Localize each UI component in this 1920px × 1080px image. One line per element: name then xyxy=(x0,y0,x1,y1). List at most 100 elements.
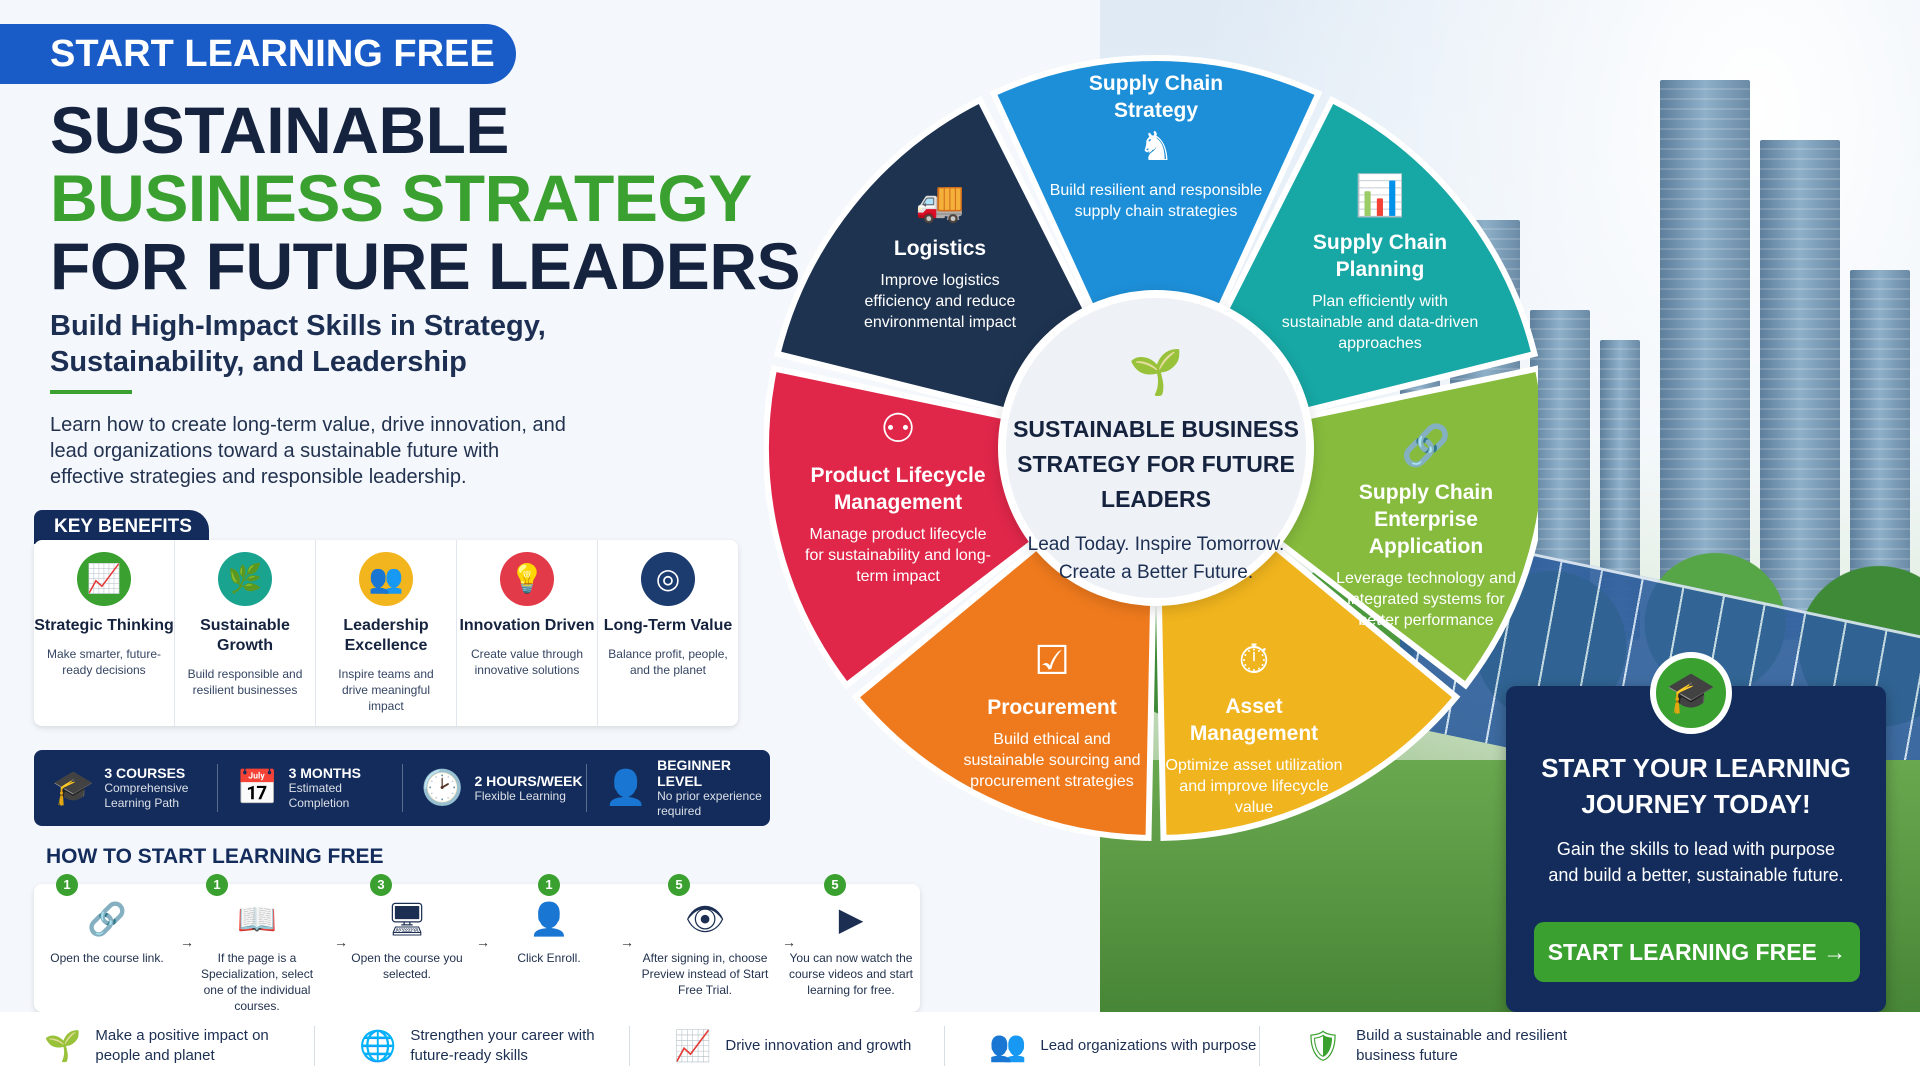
benefit-desc: Balance profit, people, and the planet xyxy=(608,647,728,677)
step-number: 5 xyxy=(824,874,846,896)
strip-item: 🛡 Build a sustainable and resilient busi… xyxy=(1260,1026,1575,1066)
stat-sub: Estimated Completion xyxy=(288,781,350,810)
cta-title: START YOUR LEARNING JOURNEY TODAY! xyxy=(1541,753,1851,819)
segment-product-lifecycle-management[interactable]: ⚇ Product Lifecycle Management Manage pr… xyxy=(798,406,998,587)
segment-title: Asset Management xyxy=(1189,695,1319,745)
sprout-icon: 🌱 xyxy=(44,1029,82,1063)
benefits-strip: 🌱 Make a positive impact on people and p… xyxy=(0,1012,1920,1080)
hub-title: SUSTAINABLE BUSINESS STRATEGY FOR FUTURE… xyxy=(1013,416,1299,512)
user-icon: 👤 xyxy=(604,769,648,807)
graduation-cap-icon: 🎓 xyxy=(1650,652,1732,734)
strip-text: Strengthen your career with future-ready… xyxy=(410,1027,595,1064)
stat-courses: 🎓 3 COURSES Comprehensive Learning Path xyxy=(34,764,219,812)
how-to-heading: HOW TO START LEARNING FREE xyxy=(46,845,384,868)
segment-logistics[interactable]: 🚚 Logistics Improve logistics efficiency… xyxy=(850,178,1030,333)
step-number: 1 xyxy=(56,874,78,896)
segment-supply-chain-enterprise-application[interactable]: 🔗 Supply Chain Enterprise Application Le… xyxy=(1326,422,1526,631)
truck-icon: 🚚 xyxy=(915,180,965,224)
step-text: After signing in, choose Preview instead… xyxy=(641,951,769,997)
segment-asset-management[interactable]: ⏱ Asset Management Optimize asset utiliz… xyxy=(1164,638,1344,818)
segment-supply-chain-planning[interactable]: 📊 Supply Chain Planning Plan efficiently… xyxy=(1280,172,1480,354)
globe-icon: 🌐 xyxy=(359,1029,397,1063)
benefit-long-term-value: ◎ Long-Term Value Balance profit, people… xyxy=(598,540,738,726)
strip-item: 🌐 Strengthen your career with future-rea… xyxy=(315,1026,630,1066)
calendar-icon: 📅 xyxy=(236,769,279,807)
arrow-right-icon: → xyxy=(334,934,348,950)
page-title-line-3: FOR FUTURE LEADERS xyxy=(50,229,801,303)
segment-supply-chain-strategy[interactable]: Supply Chain Strategy ♞ Build resilient … xyxy=(1046,70,1266,222)
benefit-desc: Make smarter, future-ready decisions xyxy=(46,647,162,677)
benefit-leadership-excellence: 👥 Leadership Excellence Inspire teams an… xyxy=(316,540,457,726)
stat-title: 3 COURSES xyxy=(104,765,186,781)
segment-desc: Build ethical and sustainable sourcing a… xyxy=(963,731,1141,790)
stat-sub: No prior experience required xyxy=(657,789,762,818)
page-title-line-2: BUSINESS STRATEGY xyxy=(50,161,752,235)
benefit-name: Innovation Driven xyxy=(459,617,595,634)
benefit-desc: Inspire teams and drive meaningful impac… xyxy=(338,667,434,713)
step-number: 5 xyxy=(668,874,690,896)
add-user-icon: 👤 xyxy=(529,901,569,937)
presentation-icon: 📊 xyxy=(1355,174,1405,218)
step-2: 1 📖 If the page is a Specialization, sel… xyxy=(192,874,322,1014)
step-text: Open the course you selected. xyxy=(351,951,463,981)
benefit-name: Leadership Excellence xyxy=(343,617,429,654)
step-text: You can now watch the course videos and … xyxy=(788,951,914,997)
team-icon: 👥 xyxy=(359,552,413,606)
segment-desc: Plan efficiently with sustainable and da… xyxy=(1281,293,1479,352)
lightbulb-icon: 💡 xyxy=(500,552,554,606)
cta-panel: 🎓 START YOUR LEARNING JOURNEY TODAY! Gai… xyxy=(1506,652,1886,1012)
wheel-graphic xyxy=(764,55,1538,841)
segment-desc: Optimize asset utilization and improve l… xyxy=(1165,757,1343,816)
strip-text: Lead organizations with purpose xyxy=(1040,1037,1257,1054)
strip-text: Build a sustainable and resilient busine… xyxy=(1356,1027,1568,1064)
wheel-hub: 🌱 SUSTAINABLE BUSINESS STRATEGY FOR FUTU… xyxy=(998,290,1314,606)
stat-title: 2 HOURS/WEEK xyxy=(474,772,583,789)
step-text: If the page is a Specialization, select … xyxy=(200,951,314,1013)
key-benefits-card: 📈 Strategic Thinking Make smarter, futur… xyxy=(34,540,738,726)
course-wheel: Supply Chain Strategy ♞ Build resilient … xyxy=(764,52,1538,892)
book-icon: 📖 xyxy=(237,901,277,937)
asset-clock-icon: ⏱ xyxy=(1238,638,1270,682)
start-learning-free-button[interactable]: START LEARNING FREE → xyxy=(1534,922,1860,982)
how-to-steps-card: 1 🔗 Open the course link. → 1 📖 If the p… xyxy=(34,874,920,1014)
monitor-icon: 🖥 xyxy=(386,901,428,937)
graduation-cap-icon: 🎓 xyxy=(52,769,95,807)
segment-title: Procurement xyxy=(987,696,1117,719)
shield-check-icon: 🛡 xyxy=(1304,1029,1343,1063)
page-title-line-1: SUSTAINABLE xyxy=(50,93,509,167)
strip-item: 👥 Lead organizations with purpose xyxy=(945,1026,1260,1066)
start-learning-ribbon[interactable]: START LEARNING FREE xyxy=(0,24,516,84)
stat-title: BEGINNER LEVEL xyxy=(657,757,731,789)
benefit-desc: Create value through innovative solution… xyxy=(470,647,584,677)
segment-procurement[interactable]: ☑ Procurement Build ethical and sustaina… xyxy=(960,638,1144,792)
stat-sub: Comprehensive Learning Path xyxy=(104,781,189,810)
step-number: 1 xyxy=(538,874,560,896)
bar-growth-icon: 📈 xyxy=(674,1029,712,1063)
checklist-icon: ☑ xyxy=(1034,639,1070,683)
arrow-right-icon: → xyxy=(782,934,796,950)
step-5: 5 👁 After signing in, choose Preview ins… xyxy=(640,874,770,998)
segment-desc: Improve logistics efficiency and reduce … xyxy=(863,272,1017,331)
segment-desc: Build resilient and responsible supply c… xyxy=(1049,182,1263,220)
stat-months: 📅 3 MONTHS Estimated Completion xyxy=(218,764,403,812)
benefit-desc: Build responsible and resilient business… xyxy=(187,667,303,697)
sprout-icon: 🌱 xyxy=(1128,348,1184,397)
step-text: Open the course link. xyxy=(50,951,164,965)
segment-title: Product Lifecycle Management xyxy=(810,464,986,514)
key-benefits-heading: KEY BENEFITS xyxy=(34,510,209,544)
step-6: 5 ▶ You can now watch the course videos … xyxy=(786,874,916,998)
leaf-icon: 🌿 xyxy=(218,552,272,606)
chess-knight-icon: ♞ xyxy=(1138,125,1174,169)
chain-link-icon: 🔗 xyxy=(1401,424,1451,468)
link-icon: 🔗 xyxy=(87,901,127,937)
intro-text: Learn how to create long-term value, dri… xyxy=(50,414,566,488)
benefit-name: Sustainable Growth xyxy=(200,617,290,654)
eye-icon: 👁 xyxy=(684,901,726,937)
segment-title: Supply Chain Enterprise Application xyxy=(1358,481,1494,558)
arrow-right-icon: → xyxy=(620,934,634,950)
target-icon: ◎ xyxy=(641,552,695,606)
step-3: 3 🖥 Open the course you selected. xyxy=(342,874,472,982)
stat-level: 👤 BEGINNER LEVEL No prior experience req… xyxy=(587,757,770,818)
step-number: 3 xyxy=(370,874,392,896)
strip-text: Drive innovation and growth xyxy=(725,1037,912,1054)
